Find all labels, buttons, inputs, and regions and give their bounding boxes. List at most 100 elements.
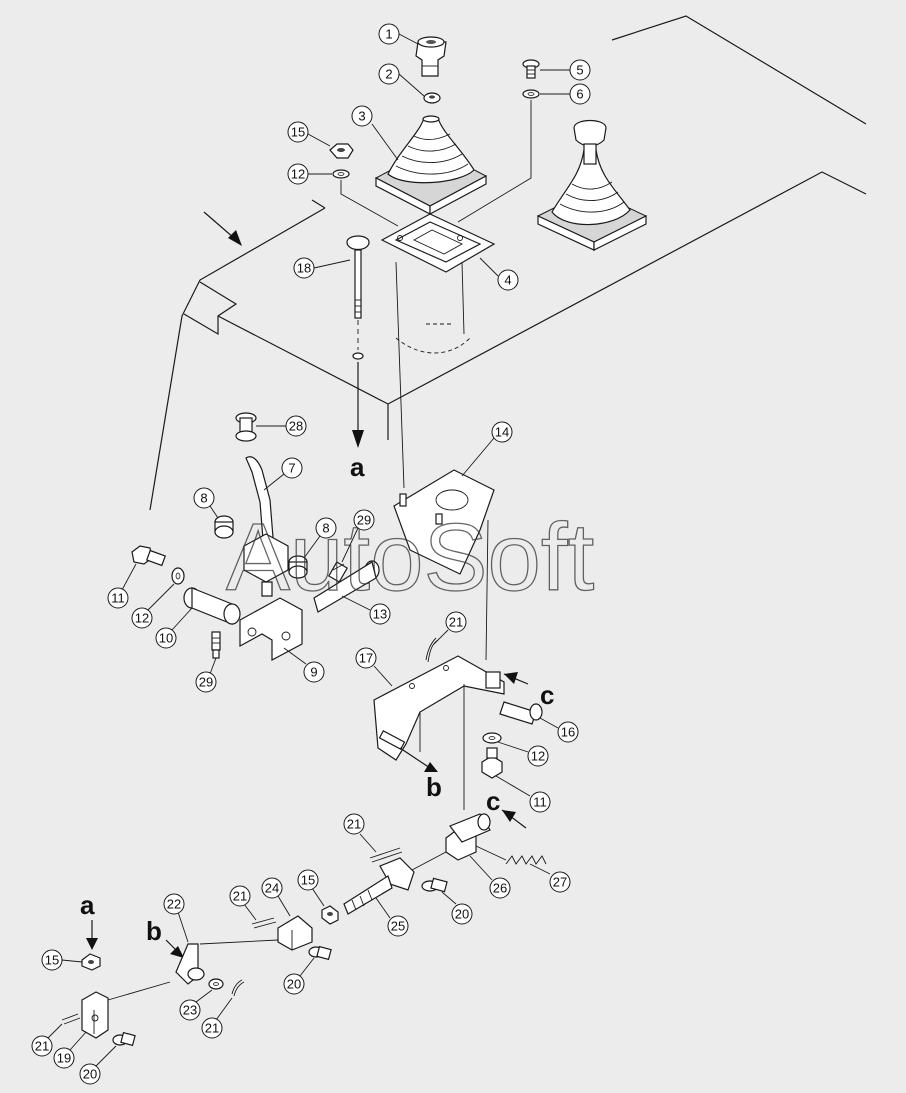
svg-text:b: b bbox=[426, 772, 442, 802]
bushing-8-right bbox=[288, 555, 308, 579]
shift-lever-7 bbox=[243, 456, 289, 597]
callouts: 1 2 3 4 5 6 7 8 8 9 10 11 11 12 12 12 13… bbox=[31, 23, 591, 1085]
washer-12-right bbox=[482, 732, 502, 744]
nut-15-top bbox=[329, 143, 354, 159]
callout-15-mid: 15 bbox=[297, 869, 325, 907]
bolt-11-right bbox=[481, 747, 503, 779]
callout-24: 24 bbox=[261, 877, 291, 917]
washer-23 bbox=[208, 978, 224, 990]
svg-text:4: 4 bbox=[504, 273, 511, 288]
bracket-14 bbox=[393, 469, 495, 661]
svg-text:a: a bbox=[80, 890, 95, 920]
callout-8-right: 8 bbox=[303, 517, 337, 559]
svg-text:20: 20 bbox=[455, 907, 469, 922]
svg-text:26: 26 bbox=[493, 881, 507, 896]
assembled-lever-view bbox=[536, 119, 648, 251]
marker-b-upper: b bbox=[399, 747, 442, 802]
bolt-18 bbox=[346, 235, 370, 448]
washer-12-top bbox=[332, 169, 350, 179]
svg-text:17: 17 bbox=[359, 651, 373, 666]
svg-text:21: 21 bbox=[233, 889, 247, 904]
svg-text:b: b bbox=[146, 916, 162, 946]
cotter-pin-21-d bbox=[231, 979, 245, 997]
marker-a-lower: a bbox=[80, 890, 98, 950]
svg-text:9: 9 bbox=[310, 665, 317, 680]
svg-text:21: 21 bbox=[449, 615, 463, 630]
svg-text:24: 24 bbox=[265, 881, 279, 896]
svg-text:15: 15 bbox=[301, 873, 315, 888]
svg-text:29: 29 bbox=[199, 675, 213, 690]
bracket-9 bbox=[239, 597, 303, 661]
marker-c-lower: c bbox=[486, 786, 527, 829]
svg-text:20: 20 bbox=[287, 977, 301, 992]
washer-6 bbox=[522, 89, 540, 99]
svg-text:21: 21 bbox=[205, 1021, 219, 1036]
callout-29-right: 29 bbox=[341, 509, 375, 563]
lever-knob bbox=[415, 36, 447, 77]
callout-14: 14 bbox=[461, 421, 513, 477]
callout-12-left: 12 bbox=[131, 583, 175, 629]
callout-21-a: 21 bbox=[433, 611, 467, 645]
callout-25: 25 bbox=[375, 897, 409, 937]
grease-fitting-29-left bbox=[211, 631, 221, 659]
svg-text:12: 12 bbox=[135, 611, 149, 626]
callout-12-right: 12 bbox=[497, 741, 549, 767]
callout-12-top: 12 bbox=[287, 163, 332, 185]
callout-13: 13 bbox=[341, 595, 391, 625]
callout-21-e: 21 bbox=[31, 1023, 63, 1057]
svg-text:18: 18 bbox=[297, 261, 311, 276]
svg-text:25: 25 bbox=[391, 919, 405, 934]
svg-text:15: 15 bbox=[291, 125, 305, 140]
callout-10: 10 bbox=[155, 607, 193, 649]
callout-15-low: 15 bbox=[41, 949, 83, 971]
svg-text:11: 11 bbox=[111, 591, 125, 606]
callout-7: 7 bbox=[263, 457, 303, 491]
pin-20-low bbox=[308, 945, 332, 961]
washer-12-left bbox=[171, 567, 185, 585]
link-26 bbox=[445, 813, 491, 861]
svg-text:27: 27 bbox=[553, 875, 567, 890]
svg-text:22: 22 bbox=[167, 897, 181, 912]
svg-text:14: 14 bbox=[495, 425, 509, 440]
svg-text:6: 6 bbox=[576, 87, 583, 102]
watermark-text: AutoSoft bbox=[226, 504, 594, 611]
callout-6: 6 bbox=[540, 83, 591, 105]
grease-fitting-29-right bbox=[327, 561, 349, 583]
pin-20-bottom bbox=[112, 1031, 136, 1047]
callout-11-left: 11 bbox=[107, 563, 137, 609]
svg-text:19: 19 bbox=[57, 1051, 71, 1066]
callout-18: 18 bbox=[293, 257, 351, 279]
callout-16: 16 bbox=[539, 717, 579, 743]
svg-text:12: 12 bbox=[531, 749, 545, 764]
bushing-8-left bbox=[214, 515, 234, 539]
callout-23: 23 bbox=[179, 989, 213, 1021]
bushing-28 bbox=[235, 412, 257, 442]
callout-28: 28 bbox=[256, 415, 307, 437]
svg-text:a: a bbox=[350, 452, 365, 482]
svg-text:2: 2 bbox=[385, 67, 392, 82]
callout-21-d: 21 bbox=[201, 997, 233, 1039]
svg-text:1: 1 bbox=[385, 27, 392, 42]
callout-27: 27 bbox=[529, 863, 571, 893]
callout-20-bottom: 20 bbox=[79, 1045, 117, 1085]
cover-plate bbox=[380, 213, 496, 273]
callout-20-low: 20 bbox=[283, 957, 315, 995]
svg-text:7: 7 bbox=[288, 461, 295, 476]
callout-22: 22 bbox=[163, 893, 189, 943]
nut-15-low bbox=[81, 953, 101, 971]
pin-16 bbox=[499, 701, 543, 725]
bolt-11-left bbox=[131, 545, 166, 567]
nut-15-mid bbox=[321, 905, 339, 925]
svg-text:10: 10 bbox=[159, 631, 173, 646]
callout-21-b: 21 bbox=[343, 813, 377, 853]
svg-text:21: 21 bbox=[35, 1039, 49, 1054]
svg-text:15: 15 bbox=[45, 953, 59, 968]
shaft-13 bbox=[313, 560, 380, 613]
callout-3: 3 bbox=[351, 105, 399, 161]
rod-25 bbox=[343, 851, 447, 915]
callout-1: 1 bbox=[378, 23, 419, 45]
svg-text:29: 29 bbox=[357, 513, 371, 528]
svg-text:13: 13 bbox=[373, 607, 387, 622]
screw-5 bbox=[522, 59, 540, 79]
